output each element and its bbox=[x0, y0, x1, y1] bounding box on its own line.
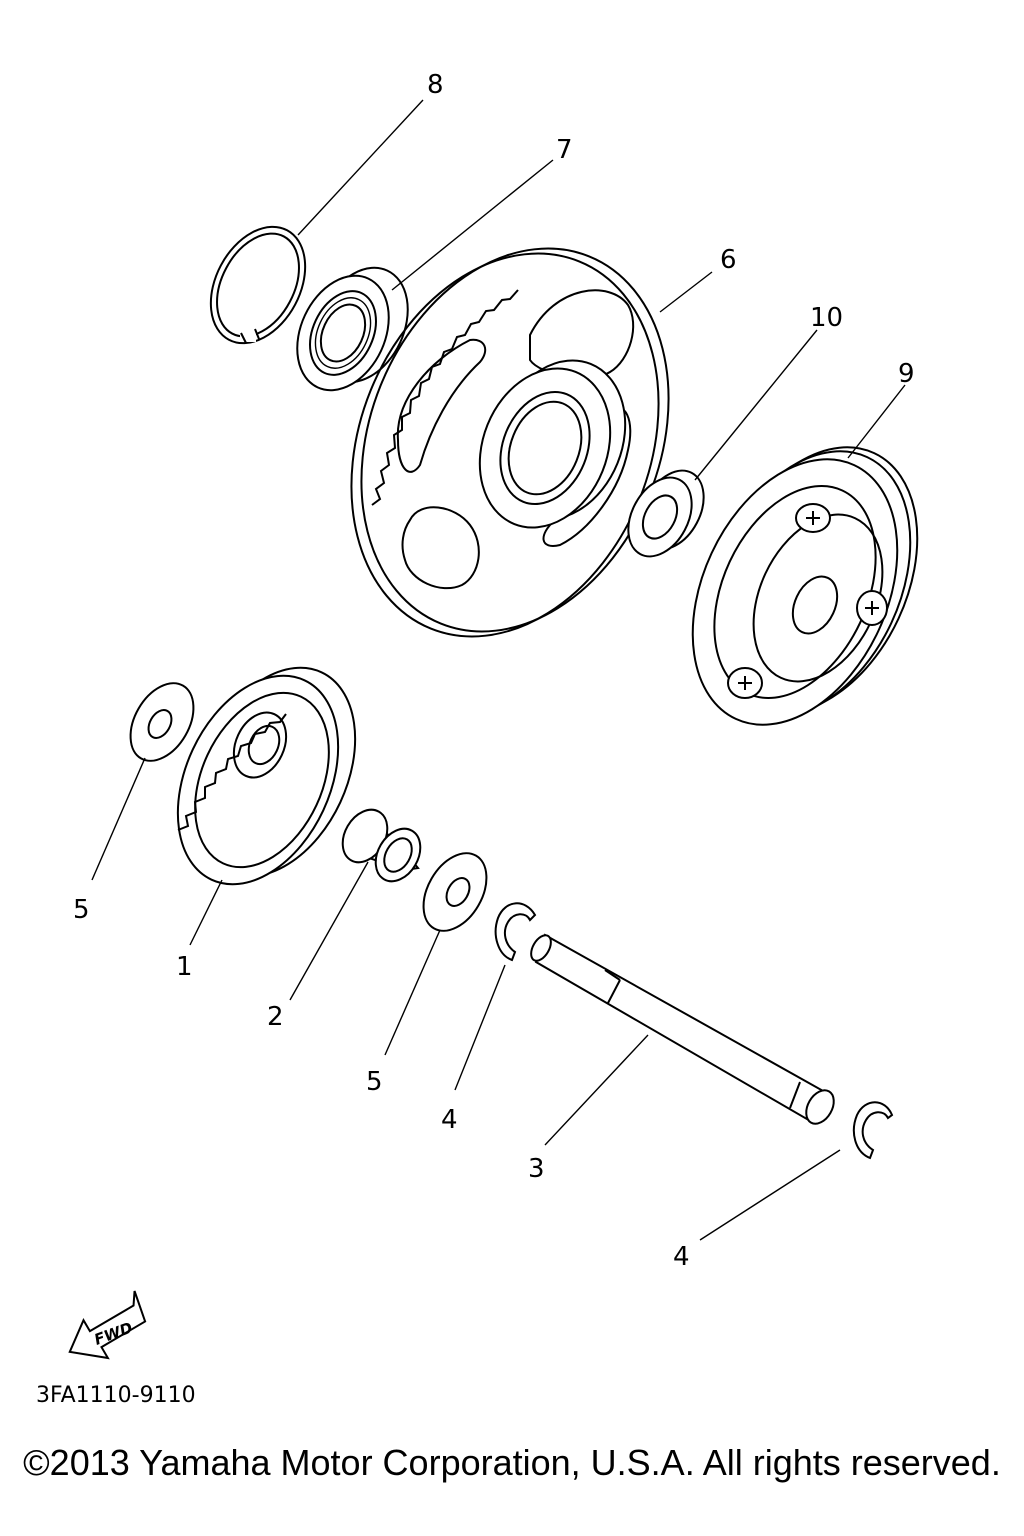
callout-1: 1 bbox=[176, 952, 193, 982]
callout-6: 6 bbox=[720, 245, 737, 275]
part-9-one-way-clutch bbox=[691, 446, 919, 726]
part-6-wheel-gear bbox=[350, 247, 670, 638]
callout-10: 10 bbox=[810, 303, 843, 333]
callout-8: 8 bbox=[427, 70, 444, 100]
part-2-needle-bearing bbox=[341, 808, 422, 883]
clutch-screw-icon bbox=[795, 503, 831, 533]
clutch-screw-icon bbox=[727, 667, 763, 699]
fwd-label: FWD bbox=[92, 1319, 135, 1349]
part-5-washer-b bbox=[422, 852, 488, 932]
copyright-notice: ©2013 Yamaha Motor Corporation, U.S.A. A… bbox=[23, 1442, 1001, 1483]
callout-7: 7 bbox=[556, 135, 573, 165]
part-5-washer-a bbox=[129, 682, 195, 762]
part-3-shaft bbox=[530, 933, 835, 1125]
callout-9: 9 bbox=[898, 359, 915, 389]
callout-3: 3 bbox=[528, 1154, 545, 1184]
leader-lines bbox=[91, 99, 906, 1241]
callout-labels: 8 7 6 10 9 5 1 2 5 4 3 4 bbox=[73, 70, 915, 1272]
callout-5a: 5 bbox=[73, 895, 90, 925]
callout-4b: 4 bbox=[673, 1242, 690, 1272]
part-8-circlip bbox=[209, 225, 307, 345]
part-7-bearing bbox=[296, 266, 409, 392]
part-4-e-clip-b bbox=[852, 1101, 894, 1160]
part-10-collar bbox=[627, 469, 705, 558]
fwd-arrow-icon: FWD bbox=[68, 1290, 147, 1360]
diagram-code: 3FA1110-9110 bbox=[36, 1383, 196, 1408]
clutch-screw-icon bbox=[856, 590, 888, 626]
part-1-idler-gear bbox=[176, 666, 357, 886]
callout-5b: 5 bbox=[366, 1067, 383, 1097]
callout-4a: 4 bbox=[441, 1105, 458, 1135]
callout-2: 2 bbox=[267, 1002, 284, 1032]
part-4-e-clip-a bbox=[494, 902, 537, 962]
